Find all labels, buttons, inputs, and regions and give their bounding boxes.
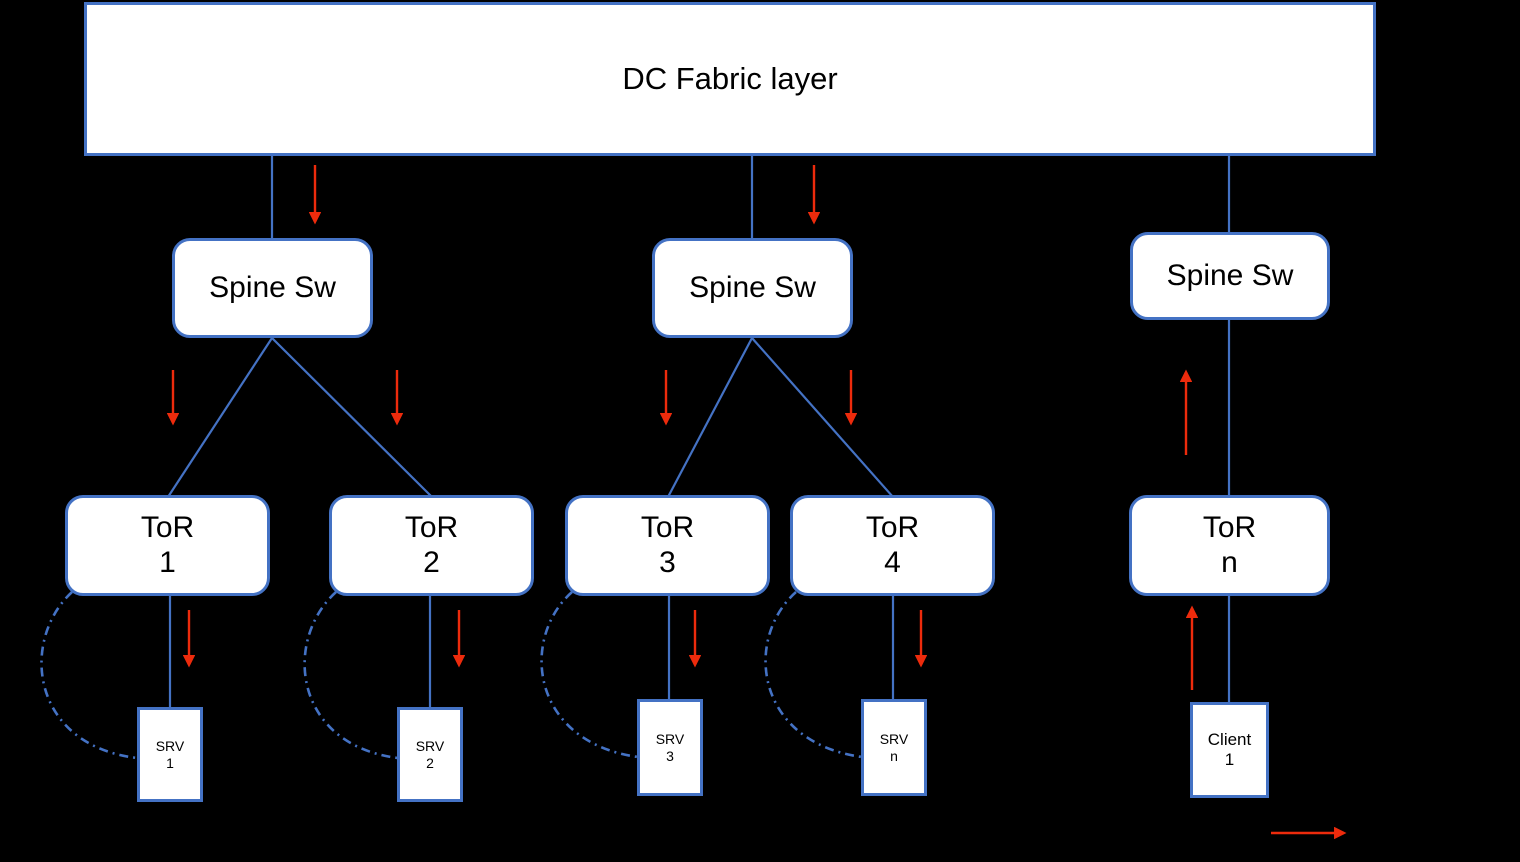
link-spine2-tor4 xyxy=(751,337,894,498)
client-1-label-line2: 1 xyxy=(1224,750,1235,769)
tor-3-box[interactable]: ToR 3 xyxy=(565,495,770,596)
tor-1-label-line2: 1 xyxy=(159,545,176,579)
server-1-label-line2: 1 xyxy=(166,754,174,771)
link-spine2-tor3 xyxy=(667,337,753,498)
spine-switch-2-box[interactable]: Spine Sw xyxy=(652,238,853,338)
tor-3-label-line1: ToR xyxy=(640,511,695,544)
curve-tor4-srvn xyxy=(764,591,863,759)
tor-2-box[interactable]: ToR 2 xyxy=(329,495,534,596)
server-2-label-line2: 2 xyxy=(426,754,434,771)
tor-4-label-line2: 4 xyxy=(884,545,901,579)
dc-fabric-layer-label: DC Fabric layer xyxy=(622,61,838,97)
server-1-label-line1: SRV xyxy=(155,738,185,755)
client-1-box[interactable]: Client 1 xyxy=(1190,702,1269,798)
tor-4-label-line1: ToR xyxy=(865,511,920,544)
dc-fabric-layer-box[interactable]: DC Fabric layer xyxy=(84,2,1376,156)
server-3-label-line2: 3 xyxy=(666,747,674,764)
tor-3-label-line2: 3 xyxy=(659,545,676,579)
tor-1-box[interactable]: ToR 1 xyxy=(65,495,270,596)
tor-n-box[interactable]: ToR n xyxy=(1129,495,1330,596)
tor-1-label-line1: ToR xyxy=(140,511,195,544)
link-spine1-tor2 xyxy=(271,337,433,498)
server-n-label-line1: SRV xyxy=(879,731,909,748)
tor-2-label-line1: ToR xyxy=(404,511,459,544)
curve-tor3-srv3 xyxy=(540,591,639,759)
tor-n-label-line2: n xyxy=(1221,545,1238,579)
server-2-box[interactable]: SRV 2 xyxy=(397,707,463,802)
server-3-label-line1: SRV xyxy=(655,731,685,748)
spine-switch-2-label: Spine Sw xyxy=(689,270,816,304)
server-3-box[interactable]: SRV 3 xyxy=(637,699,703,796)
spine-switch-3-box[interactable]: Spine Sw xyxy=(1130,232,1330,320)
server-n-box[interactable]: SRV n xyxy=(861,699,927,796)
server-n-label-line2: n xyxy=(890,747,898,764)
spine-switch-1-label: Spine Sw xyxy=(209,270,336,304)
tor-n-label-line1: ToR xyxy=(1202,511,1257,544)
spine-switch-3-label: Spine Sw xyxy=(1166,258,1294,292)
spine-switch-1-box[interactable]: Spine Sw xyxy=(172,238,373,338)
server-1-box[interactable]: SRV 1 xyxy=(137,707,203,802)
curve-tor1-srv1 xyxy=(40,591,138,760)
link-spine1-tor1 xyxy=(167,337,273,498)
tor-4-box[interactable]: ToR 4 xyxy=(790,495,995,596)
server-2-label-line1: SRV xyxy=(415,738,445,755)
client-1-label-line1: Client xyxy=(1207,730,1252,750)
curve-tor2-srv2 xyxy=(303,591,399,760)
tor-2-label-line2: 2 xyxy=(423,545,440,579)
